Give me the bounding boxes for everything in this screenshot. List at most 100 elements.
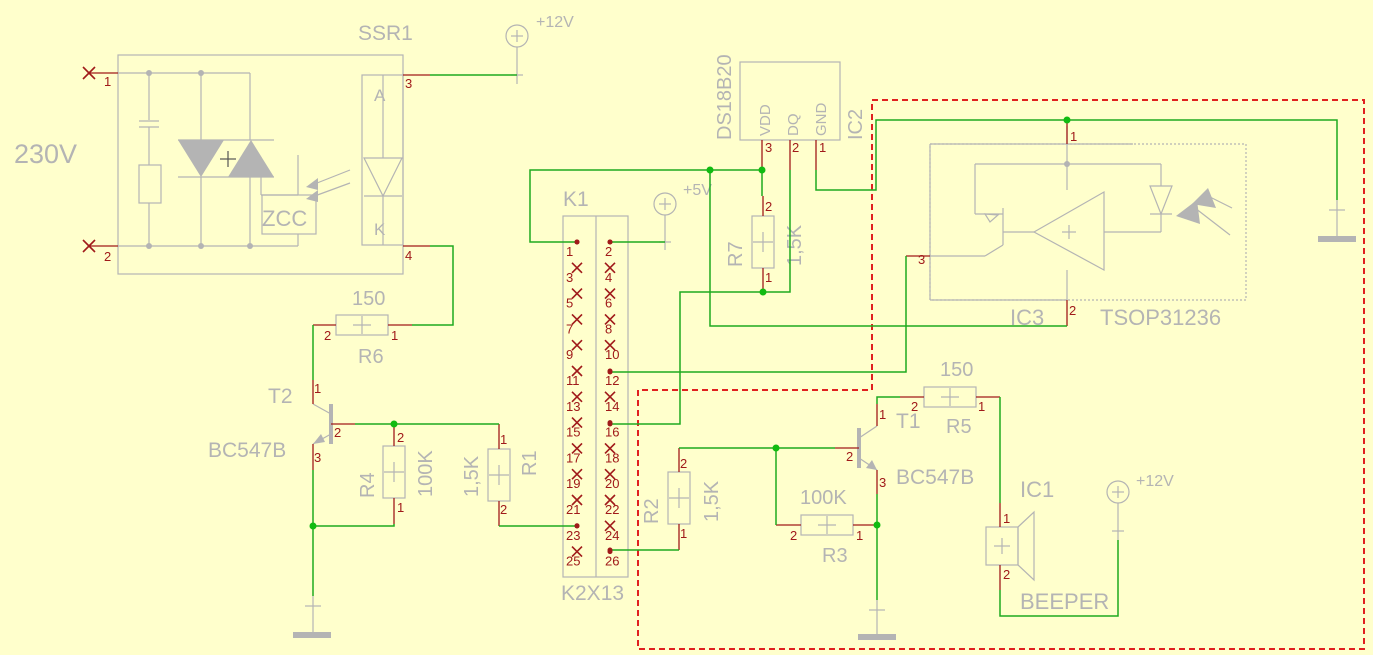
- r3-name: R3: [822, 545, 848, 567]
- connector-pin-3-label: 3: [566, 270, 573, 285]
- supply-12v-top: +12V: [505, 14, 574, 84]
- ds18b20-gnd: GND: [813, 103, 830, 137]
- connector-pin-13-label: 13: [566, 399, 580, 414]
- connector-pin-8-unused: [604, 313, 616, 325]
- ds18b20-dq: DQ: [785, 114, 802, 137]
- connector-pin-22-unused: [604, 494, 616, 506]
- connector-pin-10-unused: [604, 339, 616, 351]
- connector-pin-9-unused: [571, 339, 583, 351]
- r4-name: R4: [357, 472, 379, 498]
- connector-pin-14-label: 14: [605, 399, 619, 414]
- r7-pin2: 2: [765, 199, 772, 214]
- tsop-part: TSOP31236: [1100, 305, 1221, 330]
- connector-pin-5-unused: [571, 288, 583, 300]
- ssr1[interactable]: 1 2 3 4 A K ZCC: [82, 54, 430, 275]
- r6-name: R6: [358, 346, 384, 368]
- resistor-r6[interactable]: 2 1 150 R6: [313, 288, 412, 368]
- ds18b20-name: DS18B20: [714, 54, 736, 140]
- resistor-r3[interactable]: 2 1 100K R3: [776, 487, 877, 567]
- ssr1-pin1: 1: [104, 74, 111, 89]
- ssr1-pin3: 3: [405, 76, 412, 91]
- r1-pin1: 1: [500, 432, 507, 447]
- connector-pin-18-label: 18: [605, 450, 619, 465]
- r7-value: 1,5K: [784, 224, 806, 266]
- connector-pin-4-label: 4: [605, 270, 612, 285]
- connector-pin-23-label: 23: [566, 528, 580, 543]
- connector-pin-19-unused: [571, 468, 583, 480]
- connector-pin-12-label: 12: [605, 373, 619, 388]
- connector-pin-2-label: 2: [605, 244, 612, 259]
- ds18b20-pin3: 3: [765, 140, 772, 155]
- r5-pin2: 2: [911, 399, 918, 414]
- r6-pin1: 1: [391, 328, 398, 343]
- connector-pin-21-label: 21: [566, 502, 580, 517]
- connector-pin-17-unused: [571, 442, 583, 454]
- r1-name: R1: [519, 450, 541, 476]
- supply-12v-right-label: +12V: [1136, 473, 1174, 490]
- connector-pin-3-unused: [571, 262, 583, 274]
- ssr1-anode-label: A: [374, 86, 386, 105]
- t1-pin1: 1: [879, 407, 886, 422]
- resistor-r1[interactable]: 1 2 1,5K R1: [461, 424, 541, 526]
- r2-value: 1,5K: [701, 480, 723, 522]
- supply-12v-top-label: +12V: [536, 14, 574, 31]
- t1-pin2: 2: [846, 449, 853, 464]
- beeper-ic1[interactable]: 1 2 IC1 BEEPER: [985, 477, 1109, 614]
- connector-pin-15-unused: [571, 417, 583, 429]
- ssr1-cathode-label: K: [374, 220, 386, 239]
- r2-pin2: 2: [680, 456, 687, 471]
- mains-label: 230V: [14, 139, 77, 169]
- connector-pin-15-label: 15: [566, 425, 580, 440]
- t2-name: T2: [268, 385, 293, 408]
- r6-value: 150: [352, 288, 385, 310]
- supply-12v-right: +12V: [1106, 473, 1174, 540]
- transistor-t1[interactable]: 1 2 3 T1 BC547B: [835, 404, 974, 494]
- ir-receiver-ic3[interactable]: 1 2 3 IC3 TSOP31236: [906, 120, 1247, 330]
- connector-pin-17-label: 17: [566, 450, 580, 465]
- junctions: [309, 116, 1071, 553]
- ic3-pin3: 3: [918, 252, 925, 267]
- resistor-r4[interactable]: 2 1 R4 100K: [357, 422, 437, 524]
- k1-name: K1: [563, 188, 589, 211]
- connector-pin-4-unused: [604, 262, 616, 274]
- ds18b20-sensor[interactable]: DS18B20 VDD DQ GND IC2 3 2 1: [714, 54, 867, 170]
- r3-value: 100K: [800, 487, 847, 509]
- transistor-t2[interactable]: 1 2 3 T2 BC547B: [208, 380, 355, 470]
- connector-pin-1-label: 1: [566, 244, 573, 259]
- connector-pin-18-unused: [604, 442, 616, 454]
- connector-pin-9-label: 9: [566, 347, 573, 362]
- wires: [312, 74, 1338, 617]
- ground-right-bottom: [858, 600, 896, 640]
- zcc-label: ZCC: [262, 206, 307, 231]
- ssr1-pin4: 4: [405, 248, 412, 263]
- r4-value: 100K: [415, 450, 437, 497]
- r6-pin2: 2: [324, 328, 331, 343]
- ssr1-pin2: 2: [104, 249, 111, 264]
- connector-pin-6-unused: [604, 288, 616, 300]
- ic2-name: IC2: [845, 109, 867, 140]
- connector-pin-19-label: 19: [566, 476, 580, 491]
- r2-pin1: 1: [680, 526, 687, 541]
- connector-pin-16-label: 16: [605, 425, 619, 440]
- connector-pin-24-label: 24: [605, 528, 619, 543]
- connector-pin-24-unused: [604, 520, 616, 532]
- resistor-r7[interactable]: 2 1 R7 1,5K: [725, 196, 806, 292]
- r5-name: R5: [946, 416, 972, 438]
- connector-pin-8-label: 8: [605, 321, 612, 336]
- t1-pin3: 3: [879, 475, 886, 490]
- t2-pin2: 2: [334, 425, 341, 440]
- r2-name: R2: [641, 498, 663, 524]
- r4-pin2: 2: [397, 430, 404, 445]
- t2-type: BC547B: [208, 439, 286, 462]
- beeper-label: BEEPER: [1020, 589, 1109, 614]
- ic1-name: IC1: [1020, 477, 1054, 502]
- resistor-r2[interactable]: 2 1 R2 1,5K: [641, 448, 723, 550]
- t2-pin3: 3: [314, 450, 321, 465]
- resistor-r5[interactable]: 2 1 150 R5: [900, 359, 1000, 438]
- ground-right-top: [1318, 200, 1356, 242]
- r7-pin1: 1: [765, 270, 772, 285]
- ds18b20-pin2: 2: [792, 140, 799, 155]
- r3-pin2: 2: [790, 528, 797, 543]
- ds18b20-pin1: 1: [819, 140, 826, 155]
